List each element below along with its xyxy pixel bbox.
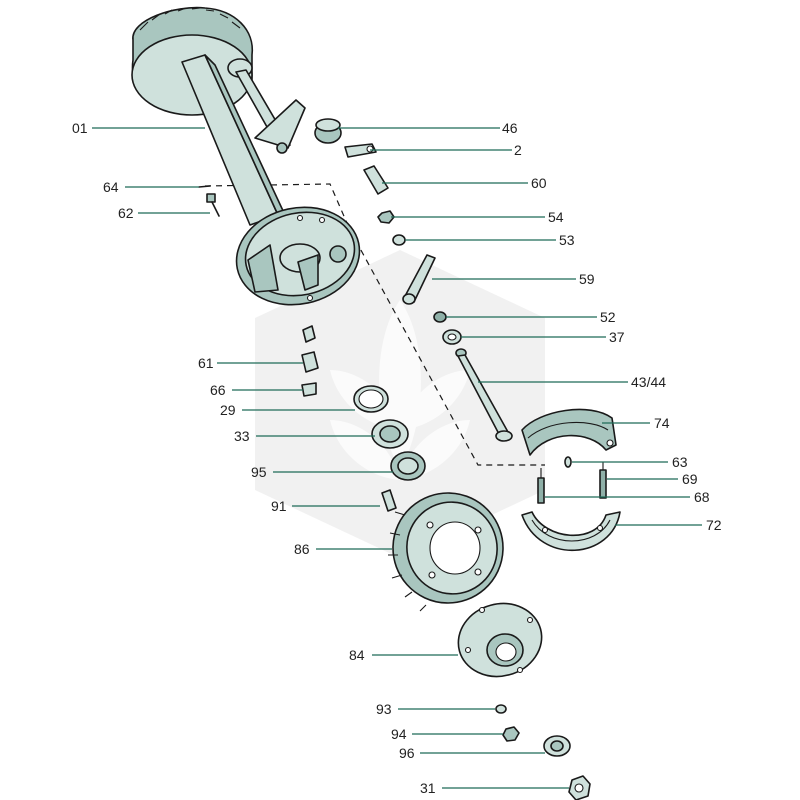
part-66-clip bbox=[301, 382, 317, 397]
part-33-seal bbox=[371, 419, 409, 449]
callout-93: 93 bbox=[376, 701, 392, 717]
part-46-bushing bbox=[314, 118, 342, 144]
callout-33: 33 bbox=[234, 428, 250, 444]
callout-43-44: 43/44 bbox=[631, 374, 666, 390]
part-63-pin bbox=[564, 456, 572, 468]
callout-63: 63 bbox=[672, 454, 688, 470]
part-96-bearing bbox=[543, 735, 571, 757]
part-60-cam bbox=[363, 165, 389, 195]
callout-labels: 01 46 2 60 64 62 54 53 59 52 37 61 43/44… bbox=[72, 120, 722, 796]
callout-86: 86 bbox=[294, 541, 310, 557]
callout-68: 68 bbox=[694, 489, 710, 505]
part-91-fitting bbox=[381, 489, 397, 512]
brake-backing-plate-part bbox=[235, 206, 361, 306]
part-64-pin bbox=[198, 185, 211, 188]
part-29-ring bbox=[353, 385, 389, 413]
callout-69: 69 bbox=[682, 471, 698, 487]
hub-84 bbox=[457, 602, 543, 678]
part-95-bearing bbox=[390, 451, 426, 481]
part-94-nut bbox=[502, 726, 520, 742]
brake-shoe-top-74 bbox=[521, 408, 617, 456]
brake-shoe-bottom-72 bbox=[521, 511, 621, 552]
callout-96: 96 bbox=[399, 745, 415, 761]
callout-52: 52 bbox=[600, 309, 616, 325]
springs-68-69 bbox=[537, 462, 607, 504]
part-43-44-bolt bbox=[455, 348, 513, 442]
part-53-washer bbox=[392, 234, 406, 246]
callout-61: 61 bbox=[198, 355, 214, 371]
axle-beam-part bbox=[131, 6, 306, 226]
part-54-nut bbox=[377, 210, 395, 224]
assembly-guide-line bbox=[204, 183, 545, 466]
part-62-bolt bbox=[206, 193, 220, 217]
callout-91: 91 bbox=[271, 498, 287, 514]
callout-84: 84 bbox=[349, 647, 365, 663]
callout-66: 66 bbox=[210, 382, 226, 398]
callout-62: 62 bbox=[118, 205, 134, 221]
callout-53: 53 bbox=[559, 232, 575, 248]
callout-01: 01 bbox=[72, 120, 88, 136]
callout-2: 2 bbox=[514, 142, 522, 158]
callout-29: 29 bbox=[220, 402, 236, 418]
part-37-washer bbox=[442, 329, 462, 345]
callout-60: 60 bbox=[531, 175, 547, 191]
callout-37: 37 bbox=[609, 329, 625, 345]
part-93-washer bbox=[495, 704, 507, 714]
callout-31: 31 bbox=[420, 780, 436, 796]
callout-72: 72 bbox=[706, 517, 722, 533]
part-59-rod bbox=[402, 254, 436, 305]
callout-74: 74 bbox=[654, 415, 670, 431]
callout-46: 46 bbox=[502, 120, 518, 136]
part-52-nut bbox=[433, 311, 447, 323]
wheel-tire-86 bbox=[388, 492, 504, 612]
callout-95: 95 bbox=[251, 464, 267, 480]
leader-lines bbox=[92, 127, 702, 789]
callout-94: 94 bbox=[391, 726, 407, 742]
callout-59: 59 bbox=[579, 271, 595, 287]
callout-54: 54 bbox=[548, 209, 564, 225]
part-61-clip bbox=[301, 325, 319, 373]
part-31-nut bbox=[568, 775, 591, 800]
callout-64: 64 bbox=[103, 179, 119, 195]
